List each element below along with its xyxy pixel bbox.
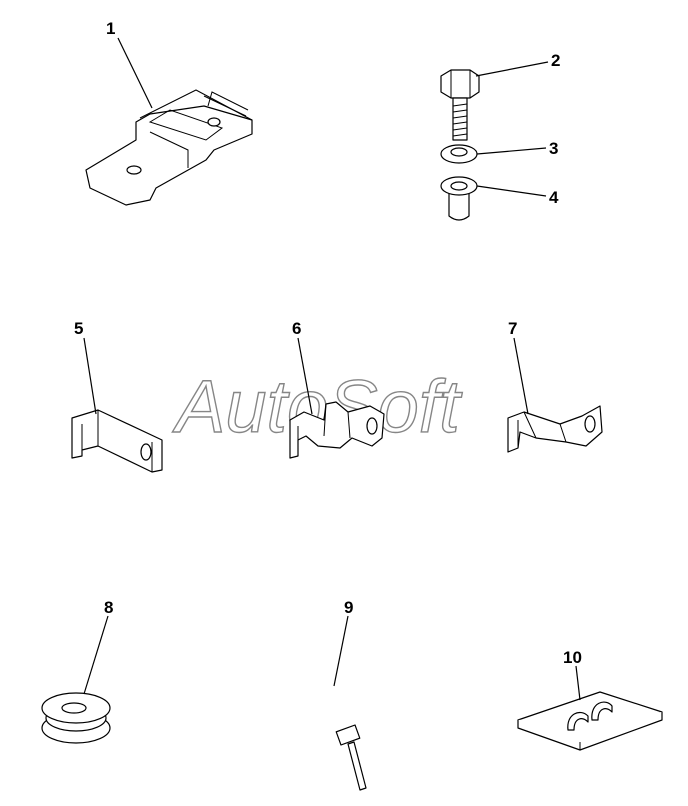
leader-10 <box>575 665 581 701</box>
part-9-cable-tie <box>274 678 367 791</box>
part-5-l-bracket <box>71 409 163 473</box>
part-7-long-bracket <box>507 405 603 453</box>
leader-lines <box>83 37 581 701</box>
leader-6 <box>297 337 313 415</box>
leader-2 <box>475 61 549 77</box>
callout-5: 5 <box>74 319 83 338</box>
part-4-spacer <box>440 176 478 221</box>
callout-labels: 1 2 3 4 5 6 7 8 9 10 <box>74 19 582 667</box>
watermark: AutoSoft <box>172 365 463 448</box>
part-3-washer <box>440 144 478 164</box>
part-2-bolt <box>440 69 480 141</box>
part-1-bracket-clip <box>85 89 253 206</box>
callout-7: 7 <box>508 319 517 338</box>
callout-8: 8 <box>104 598 113 617</box>
part-10-adhesive-pad <box>517 691 663 751</box>
leader-5 <box>83 337 97 415</box>
callout-10: 10 <box>563 648 582 667</box>
part-8-grommet <box>41 692 111 744</box>
leader-4 <box>476 185 547 197</box>
callout-1: 1 <box>106 19 115 38</box>
callout-4: 4 <box>549 188 559 207</box>
leader-3 <box>476 147 547 155</box>
part-6-offset-bracket <box>289 401 385 459</box>
leader-7 <box>513 337 529 415</box>
callout-6: 6 <box>292 319 301 338</box>
callout-9: 9 <box>344 598 353 617</box>
leader-8 <box>83 615 109 695</box>
callout-2: 2 <box>551 51 560 70</box>
leader-9 <box>333 615 349 687</box>
leader-1 <box>117 37 153 109</box>
callout-3: 3 <box>549 139 558 158</box>
